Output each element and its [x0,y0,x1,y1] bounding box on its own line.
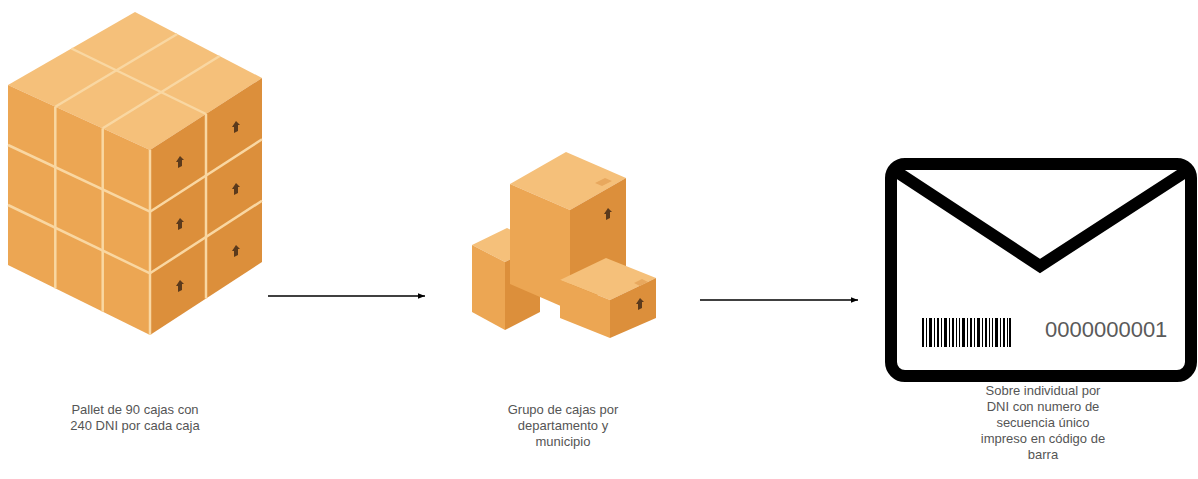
box-left [472,245,505,330]
node-caption: Sobre individual por DNI con numero de s… [975,383,1111,463]
envelope-body [891,164,1191,376]
pallet-illustration [8,12,262,335]
node-caption: Grupo de cajas por departamento y munici… [493,402,633,450]
node-caption: Pallet de 90 cajas con 240 DNI por cada … [60,402,210,434]
sequence-number: 0000000001 [1045,317,1175,343]
flow-arrow [700,299,858,300]
envelope-illustration [891,164,1191,376]
box-tape [595,178,612,186]
box-left [560,280,610,338]
barcode [922,318,1011,347]
box-group-illustration [472,152,656,338]
box-icon [604,208,612,220]
box-group-node: Grupo de cajas por departamento y munici… [425,150,700,450]
box-icon [636,298,644,310]
envelope-node: 0000000001Sobre individual por DNI con n… [858,160,1196,479]
pallet-right [150,78,262,335]
box-icons [176,121,240,292]
pallet-node: Pallet de 90 cajas con 240 DNI por cada … [5,10,268,450]
pallet-grid [8,34,262,335]
box-right [610,278,656,338]
flow-arrow [268,295,425,296]
envelope-flap [897,172,1185,266]
pallet-left [8,85,150,335]
box-tape [634,279,648,286]
